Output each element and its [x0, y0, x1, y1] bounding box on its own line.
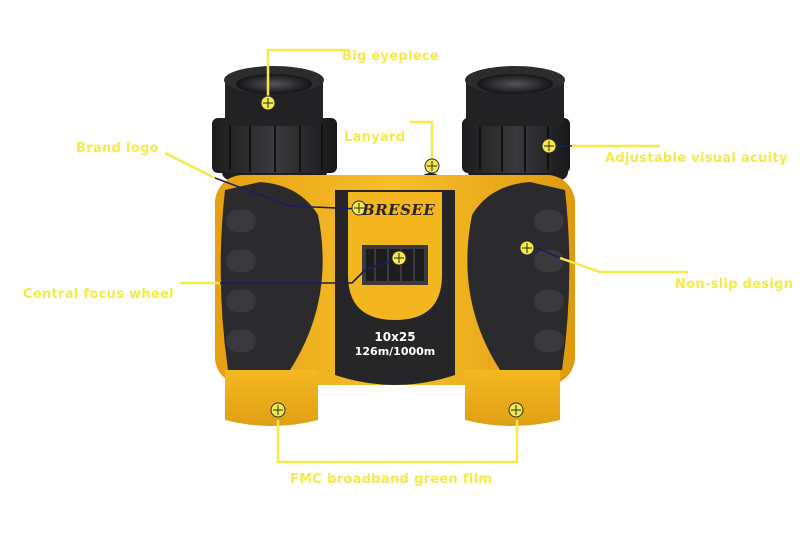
- objective-barrels: [225, 370, 560, 426]
- label-brand-logo: Brand logo: [76, 141, 159, 156]
- label-non-slip-design: Non-slip design: [675, 277, 794, 292]
- label-central-focus-wheel: Central focus wheel: [23, 287, 174, 302]
- brand-logo-text: BRESEE: [362, 201, 436, 219]
- model-text: 10x25: [374, 330, 416, 344]
- left-eyepiece: [212, 66, 337, 180]
- leader-lines: [164, 48, 688, 464]
- label-big-eyepiece: Big eyepiece: [342, 49, 440, 64]
- leader-lines-dark: [214, 145, 572, 284]
- label-fmc-broadband-green-film: FMC broadband green film: [290, 472, 493, 487]
- right-eyepiece: [462, 66, 570, 180]
- label-adjustable-visual-acuity: Adjustable visual acuity: [605, 151, 788, 166]
- field-of-view-text: 126m/1000m: [354, 345, 436, 358]
- label-lanyard: Lanyard: [344, 130, 406, 145]
- crosshair-markers: [260, 95, 557, 418]
